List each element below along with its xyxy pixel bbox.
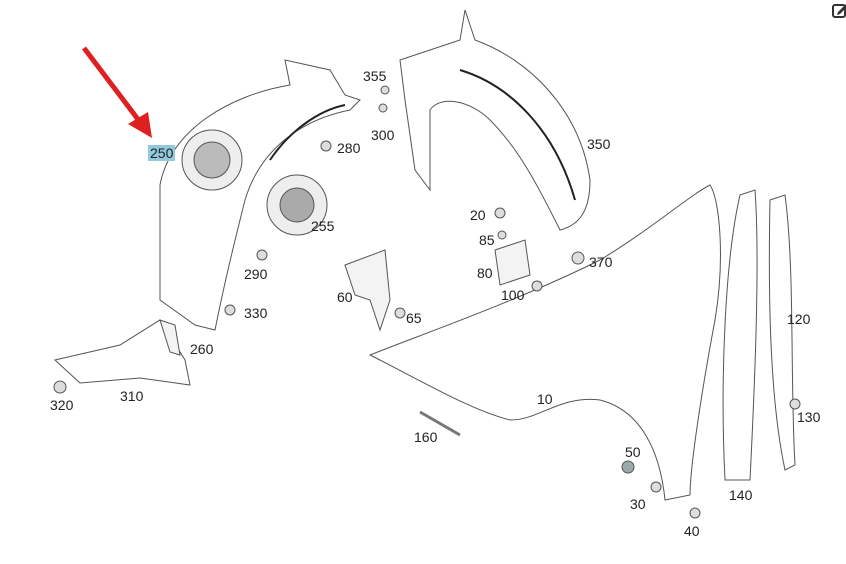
trim-160 xyxy=(419,410,461,437)
part-label: 310 xyxy=(120,388,144,404)
part-label: 65 xyxy=(406,310,422,326)
part-label: 60 xyxy=(337,289,353,305)
part-label: 355 xyxy=(363,68,387,84)
edit-icon[interactable] xyxy=(832,2,846,18)
part-label: 30 xyxy=(630,496,646,512)
part-label: 40 xyxy=(684,523,700,539)
bracket-80 xyxy=(494,239,531,286)
part-label: 280 xyxy=(337,140,361,156)
part-label: 370 xyxy=(589,254,613,270)
part-label: 350 xyxy=(587,136,611,152)
part-label: 10 xyxy=(537,391,553,407)
part-label: 290 xyxy=(244,266,268,282)
part-label: 100 xyxy=(501,287,525,303)
bracket-260 xyxy=(159,319,181,356)
part-label: 85 xyxy=(479,232,495,248)
part-label: 300 xyxy=(371,127,395,143)
part-label: 160 xyxy=(414,429,438,445)
part-label: 50 xyxy=(625,444,641,460)
part-label: 140 xyxy=(729,487,753,503)
seal-140 xyxy=(722,189,758,481)
part-label: 320 xyxy=(50,397,74,413)
part-label: 255 xyxy=(311,218,335,234)
underbody-panel xyxy=(53,319,191,386)
bracket-60 xyxy=(344,249,391,332)
part-label: 330 xyxy=(244,305,268,321)
part-label-250-highlighted[interactable]: 250 xyxy=(148,145,176,161)
part-label: 120 xyxy=(787,311,811,327)
pointer-arrow xyxy=(82,46,142,124)
fender xyxy=(368,184,721,501)
part-label: 20 xyxy=(470,207,486,223)
part-label: 80 xyxy=(477,265,493,281)
wheel-liner-rear xyxy=(399,9,591,231)
part-label: 130 xyxy=(797,409,821,425)
trim-120 xyxy=(768,194,796,471)
wheel-liner-front xyxy=(159,59,361,331)
part-label: 260 xyxy=(190,341,214,357)
